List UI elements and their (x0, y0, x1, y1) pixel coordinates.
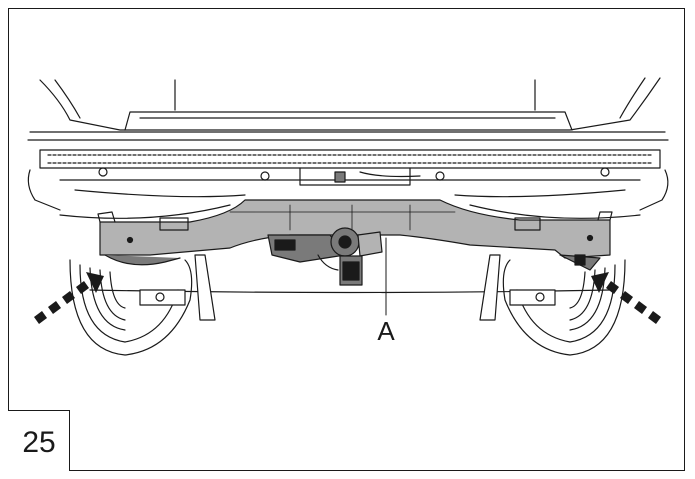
callout-label-a: A (377, 316, 395, 346)
step-number-box: 25 (8, 410, 70, 471)
tow-ball-assembly (267, 227, 383, 286)
right-wheel (479, 254, 626, 356)
left-dashed-arrow-icon (34, 272, 104, 324)
tailgate-outline (27, 77, 669, 141)
left-wheel (69, 254, 216, 356)
rear-bumper (27, 149, 669, 211)
right-dashed-arrow-icon (591, 272, 661, 324)
towbar-crossmember (97, 199, 613, 271)
step-number: 25 (22, 426, 56, 459)
